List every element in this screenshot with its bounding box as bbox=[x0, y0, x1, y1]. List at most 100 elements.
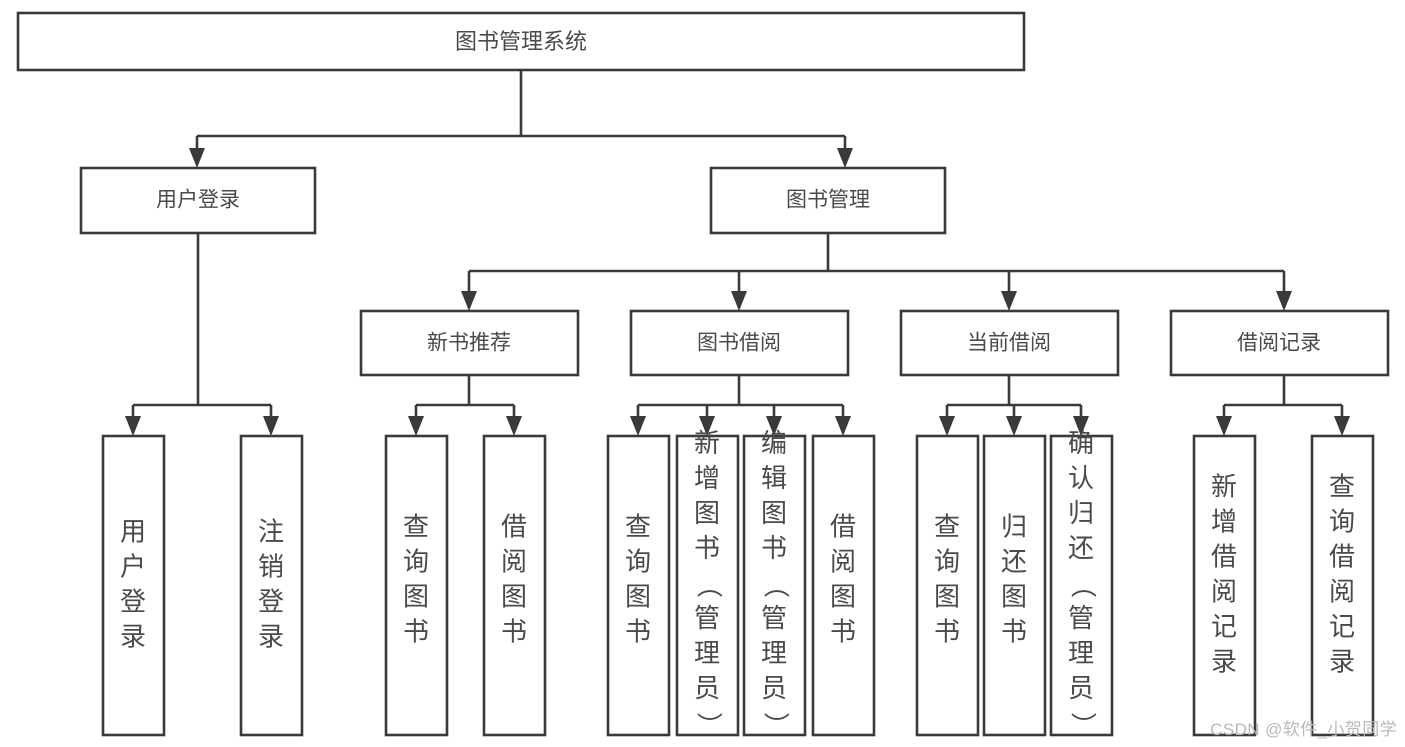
vertical-char: 查 bbox=[934, 511, 960, 541]
vertical-char: 增 bbox=[1211, 506, 1237, 536]
vertical-char: 辑 bbox=[761, 463, 787, 493]
vertical-char: ） bbox=[761, 712, 791, 738]
vertical-char: 新 bbox=[694, 428, 720, 458]
vertical-char: 书 bbox=[934, 616, 960, 646]
vertical-char: 录 bbox=[1211, 646, 1237, 676]
node-current-borrow[interactable]: 当前借阅 bbox=[899, 309, 1120, 377]
node-new-book-rec[interactable]: 新书推荐 bbox=[359, 309, 580, 377]
edge-new-book-rec-to-leaves bbox=[408, 375, 522, 436]
edge-current-borrow-to-leaves bbox=[939, 375, 1089, 436]
arrow-head-leaf-borrow-book-2 bbox=[835, 416, 851, 436]
vertical-char: 还 bbox=[1068, 533, 1094, 563]
arrow-head-leaf-query-book-3 bbox=[939, 416, 955, 436]
arrow-head-leaf-query-book-2 bbox=[630, 416, 646, 436]
arrow-head-book-borrow bbox=[731, 291, 747, 311]
vertical-char: 图 bbox=[625, 581, 651, 611]
node-leaf-user-login-label: 用户登录 bbox=[120, 516, 146, 651]
vertical-char: 图 bbox=[830, 581, 856, 611]
node-leaf-query-record-box[interactable] bbox=[1310, 434, 1375, 737]
vertical-char: 理 bbox=[694, 638, 720, 668]
node-leaf-confirm-return-box[interactable] bbox=[1049, 434, 1114, 737]
node-current-borrow-box[interactable] bbox=[899, 309, 1120, 377]
vertical-char: 录 bbox=[120, 621, 146, 651]
vertical-char: 阅 bbox=[501, 546, 527, 576]
vertical-char: 询 bbox=[403, 546, 429, 576]
node-leaf-query-book-2-box[interactable] bbox=[606, 434, 671, 737]
vertical-char: 管 bbox=[694, 603, 720, 633]
node-book-borrow-box[interactable] bbox=[629, 309, 850, 377]
vertical-char: 图 bbox=[934, 581, 960, 611]
node-leaf-edit-book-box[interactable] bbox=[742, 434, 807, 737]
vertical-char: 借 bbox=[830, 511, 856, 541]
vertical-char: ） bbox=[1068, 712, 1098, 738]
node-leaf-return-book-box[interactable] bbox=[982, 434, 1047, 737]
node-book-manage-box[interactable] bbox=[709, 166, 947, 235]
vertical-char: （ bbox=[761, 572, 791, 598]
node-new-book-rec-box[interactable] bbox=[359, 309, 580, 377]
vertical-char: 询 bbox=[625, 546, 651, 576]
vertical-char: 登 bbox=[120, 586, 146, 616]
vertical-char: 书 bbox=[501, 616, 527, 646]
vertical-char: 阅 bbox=[1211, 576, 1237, 606]
arrow-head-leaf-borrow-book-1 bbox=[506, 416, 522, 436]
arrow-head-borrow-record bbox=[1276, 291, 1292, 311]
node-root[interactable]: 图书管理系统 bbox=[16, 11, 1026, 72]
node-user-login[interactable]: 用户登录 bbox=[79, 166, 317, 235]
vertical-char: 查 bbox=[403, 511, 429, 541]
node-root-label: 图书管理系统 bbox=[455, 29, 587, 54]
node-book-manage-label: 图书管理 bbox=[786, 189, 870, 212]
edge-borrow-record-to-leaves bbox=[1216, 375, 1350, 436]
node-leaf-query-book-3-box[interactable] bbox=[915, 434, 980, 737]
vertical-char: 员 bbox=[761, 673, 787, 703]
node-leaf-borrow-book-2-box[interactable] bbox=[811, 434, 876, 737]
arrow-head-leaf-logout bbox=[263, 416, 279, 436]
vertical-char: 书 bbox=[403, 616, 429, 646]
node-borrow-record-label: 借阅记录 bbox=[1237, 332, 1321, 355]
edge-book-manage-to-level3 bbox=[461, 233, 1292, 311]
vertical-char: ） bbox=[694, 712, 724, 738]
node-root-box[interactable] bbox=[16, 11, 1026, 72]
node-leaf-query-book-1-box[interactable] bbox=[384, 434, 449, 737]
node-borrow-record-box[interactable] bbox=[1169, 309, 1390, 377]
arrow-head-leaf-edit-book bbox=[766, 416, 782, 436]
vertical-char: 用 bbox=[120, 516, 146, 546]
node-book-manage[interactable]: 图书管理 bbox=[709, 166, 947, 235]
vertical-char: 销 bbox=[258, 551, 284, 581]
node-leaf-add-book-box[interactable] bbox=[675, 434, 740, 737]
node-leaf-user-login[interactable]: 用户登录 bbox=[101, 434, 166, 737]
arrow-head-leaf-confirm-return bbox=[1073, 416, 1089, 436]
vertical-char: 图 bbox=[761, 498, 787, 528]
node-leaf-logout-box[interactable] bbox=[239, 434, 304, 737]
edge-root-to-level2 bbox=[189, 70, 853, 168]
node-user-login-box[interactable] bbox=[79, 166, 317, 235]
vertical-char: 录 bbox=[258, 621, 284, 651]
vertical-char: 认 bbox=[1068, 463, 1094, 493]
node-leaf-add-record-box[interactable] bbox=[1192, 434, 1257, 737]
node-book-borrow[interactable]: 图书借阅 bbox=[629, 309, 850, 377]
node-leaf-user-login-box[interactable] bbox=[101, 434, 166, 737]
vertical-char: 查 bbox=[1329, 471, 1355, 501]
node-leaf-borrow-book-1-box[interactable] bbox=[482, 434, 547, 737]
node-borrow-record[interactable]: 借阅记录 bbox=[1169, 309, 1390, 377]
vertical-char: 查 bbox=[625, 511, 651, 541]
